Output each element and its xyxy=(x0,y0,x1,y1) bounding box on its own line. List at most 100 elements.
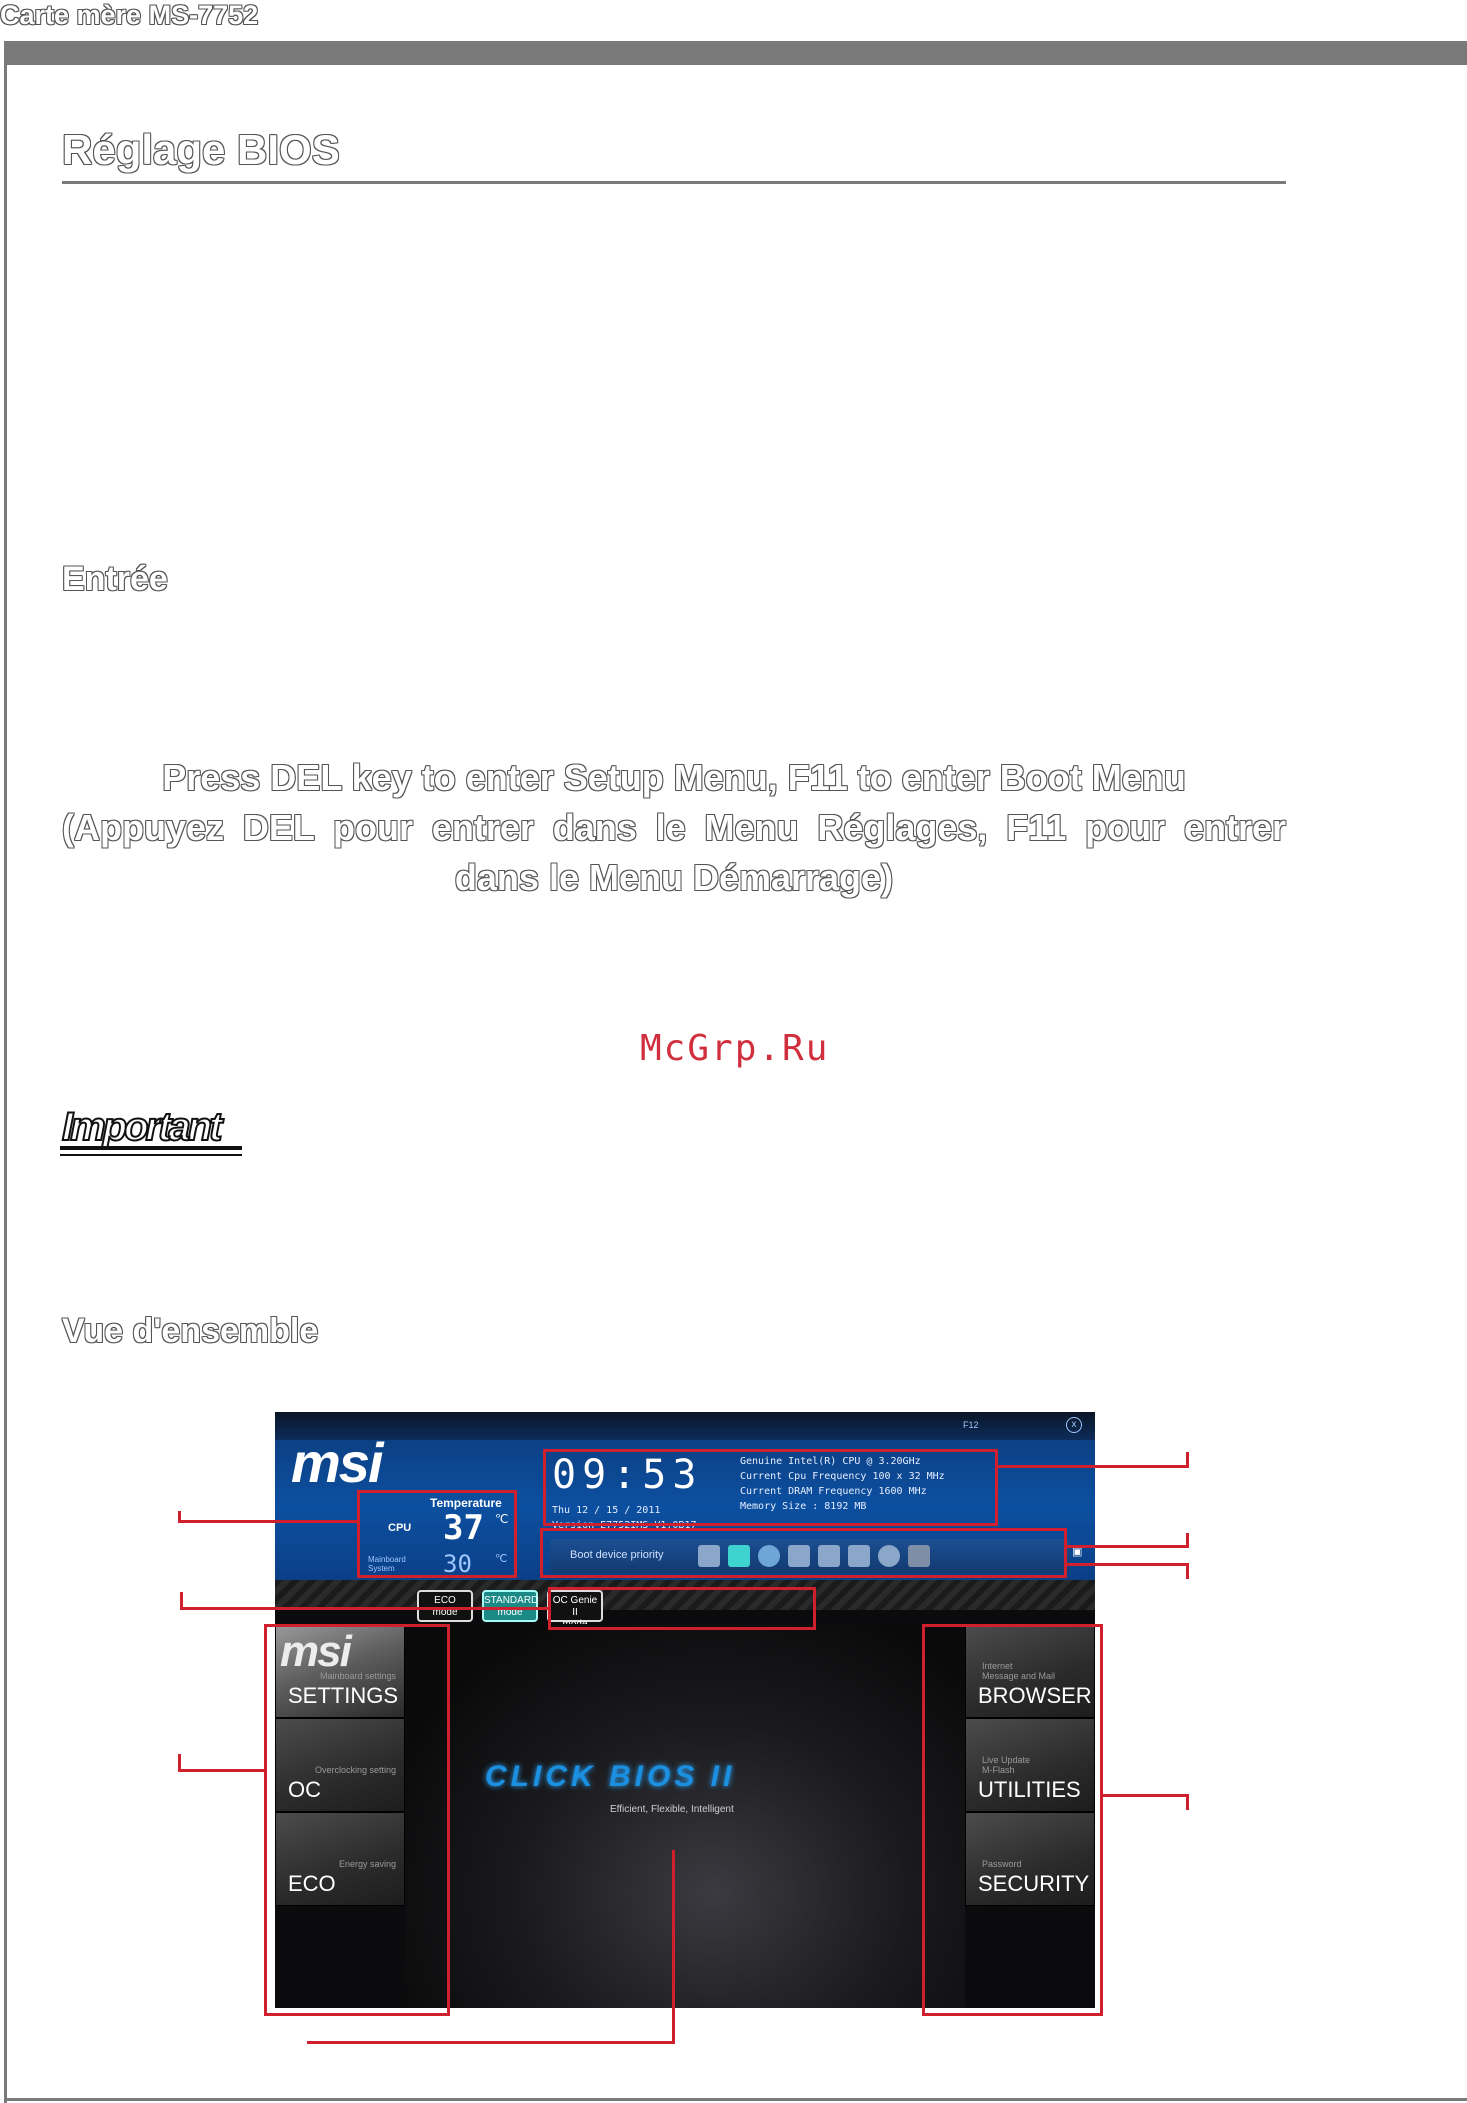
temperature-callout-box xyxy=(357,1490,517,1578)
utilities-tile[interactable]: Live Update M-Flash UTILITIES xyxy=(965,1718,1095,1812)
tile-caption: Overclocking setting xyxy=(314,1765,396,1775)
mode-label: ECO xyxy=(434,1595,456,1606)
callout-line xyxy=(180,1607,548,1610)
callout-line xyxy=(180,1592,183,1610)
mode-sublabel: mode xyxy=(497,1607,523,1618)
callout-line xyxy=(672,1850,675,2044)
callout-line xyxy=(178,1754,181,1772)
important-label: Important xyxy=(62,1105,224,1149)
left-menu-callout-box xyxy=(264,1624,450,2016)
callout-line xyxy=(1186,1794,1189,1810)
tile-caption: Internet Message and Mail xyxy=(982,1661,1055,1681)
tile-caption: Energy saving xyxy=(338,1859,396,1869)
boot-device-icon[interactable] xyxy=(728,1545,750,1567)
usb-device-icon[interactable] xyxy=(848,1545,870,1567)
system-temp-unit: ℃ xyxy=(495,1553,508,1565)
tile-caption-line: Internet xyxy=(982,1661,1013,1671)
standard-mode-button[interactable]: STANDARD mode xyxy=(482,1590,538,1622)
system-temp-value: 30 xyxy=(443,1550,472,1578)
callout-line xyxy=(998,1465,1189,1468)
mode-sublabel: mode xyxy=(432,1607,458,1618)
usb-device-icon[interactable] xyxy=(818,1545,840,1567)
temperature-label: Temperature xyxy=(430,1496,502,1510)
boot-device-priority-label: Boot device priority xyxy=(570,1549,664,1561)
cpu-temp-unit: ℃ xyxy=(495,1512,509,1526)
overview-heading: Vue d'ensemble xyxy=(62,1312,319,1350)
tile-label: SETTINGS xyxy=(288,1683,399,1708)
oc-tile[interactable]: Overclocking setting OC xyxy=(275,1718,405,1812)
right-menu-callout-box xyxy=(922,1624,1103,2016)
press-del-message: Press DEL key to enter Setup Menu, F11 t… xyxy=(162,757,1186,798)
system-info: Genuine Intel(R) CPU @ 3.20GHz Current C… xyxy=(740,1454,945,1514)
eco-tile[interactable]: Energy saving ECO xyxy=(275,1812,405,1906)
callout-line xyxy=(178,1520,358,1523)
mode-label: OC Genie II xyxy=(552,1595,598,1618)
system-info-callout-box xyxy=(543,1449,998,1526)
tile-caption: Password xyxy=(982,1859,1022,1869)
boot-device-priority-bar[interactable]: Boot device priority xyxy=(550,1539,1070,1573)
eco-mode-button[interactable]: ECO mode xyxy=(417,1590,473,1622)
system-label: System xyxy=(368,1564,395,1573)
tile-label: BROWSER xyxy=(978,1683,1092,1708)
tile-label: ECO xyxy=(288,1871,336,1896)
important-badge-icon: Important xyxy=(60,1104,242,1156)
boot-menu-toggle-icon[interactable]: ▣ xyxy=(1072,1546,1083,1558)
callout-line xyxy=(1067,1545,1189,1548)
callout-line xyxy=(1067,1563,1189,1566)
tile-caption-line: M-Flash xyxy=(982,1765,1015,1775)
browser-tile[interactable]: Internet Message and Mail BROWSER xyxy=(965,1624,1095,1718)
bios-mode-strip xyxy=(275,1580,1095,1610)
tile-label: UTILITIES xyxy=(978,1777,1081,1802)
tile-caption: Mainboard settings xyxy=(319,1671,396,1681)
entree-heading: Entrée xyxy=(62,560,168,598)
left-border xyxy=(4,41,7,2103)
section-title: Réglage BIOS xyxy=(62,126,340,173)
close-button[interactable]: x xyxy=(1066,1417,1082,1433)
mainboard-label: Mainboard xyxy=(368,1555,406,1564)
boot-device-icon[interactable] xyxy=(758,1545,780,1567)
dram-frequency: Current DRAM Frequency 1600 MHz xyxy=(740,1486,927,1497)
callout-line xyxy=(1186,1452,1189,1468)
press-del-translation: (Appuyez DEL pour entrer dans le Menu Ré… xyxy=(62,807,1286,898)
tile-caption-line: Message and Mail xyxy=(982,1671,1056,1681)
bios-screenshot: msi F12 x Temperature CPU 37 ℃ Mainboard… xyxy=(275,1412,1095,2008)
mainboard-system-label: Mainboard System xyxy=(368,1555,406,1573)
cpu-frequency: Current Cpu Frequency 100 x 32 MHz xyxy=(740,1471,945,1482)
callout-line xyxy=(178,1511,181,1523)
clock: 09:53 xyxy=(552,1452,703,1498)
tagline: Efficient, Flexible, Intelligent xyxy=(610,1804,734,1815)
settings-tile[interactable]: msi Mainboard settings SETTINGS xyxy=(275,1624,405,1718)
tile-caption-line: Live Update xyxy=(982,1755,1031,1765)
date: Thu 12 / 15 / 2011 xyxy=(552,1505,661,1516)
mode-label: STANDARD xyxy=(484,1595,539,1606)
center-artwork xyxy=(405,1624,965,2008)
boot-device-icon[interactable] xyxy=(698,1545,720,1567)
callout-line xyxy=(1186,1563,1189,1579)
tile-label: SECURITY xyxy=(978,1871,1090,1896)
boot-device-icon[interactable] xyxy=(788,1545,810,1567)
section-title-rule xyxy=(62,181,1286,184)
tile-label: OC xyxy=(288,1777,321,1802)
callout-line xyxy=(307,2041,675,2044)
watermark: McGrp.Ru xyxy=(640,1028,830,1069)
tile-caption: Live Update M-Flash xyxy=(982,1755,1030,1775)
click-bios-logo: CLICK BIOS II xyxy=(485,1760,736,1793)
msi-tile-logo: msi xyxy=(280,1627,352,1676)
callout-line xyxy=(1103,1794,1189,1797)
mode-callout-box xyxy=(548,1587,816,1630)
usb-device-icon[interactable] xyxy=(878,1545,900,1567)
f12-screenshot-button[interactable]: F12 xyxy=(963,1420,979,1430)
callout-line xyxy=(1186,1533,1189,1548)
tile-caption-line: Password xyxy=(982,1859,1022,1869)
cpu-temp-label: CPU xyxy=(388,1522,412,1534)
msi-logo: msi xyxy=(291,1431,383,1494)
cpu-info: Genuine Intel(R) CPU @ 3.20GHz xyxy=(740,1456,921,1467)
memory-size: Memory Size : 8192 MB xyxy=(740,1501,867,1512)
security-tile[interactable]: Password SECURITY xyxy=(965,1812,1095,1906)
boot-priority-callout-box xyxy=(540,1528,1067,1578)
bios-top-strip xyxy=(275,1412,1095,1440)
header-bar xyxy=(4,41,1467,65)
cpu-temp-value: 37 xyxy=(443,1508,484,1548)
boot-device-icon[interactable] xyxy=(908,1545,930,1567)
page-header-title: Carte mère MS-7752 xyxy=(0,0,259,30)
